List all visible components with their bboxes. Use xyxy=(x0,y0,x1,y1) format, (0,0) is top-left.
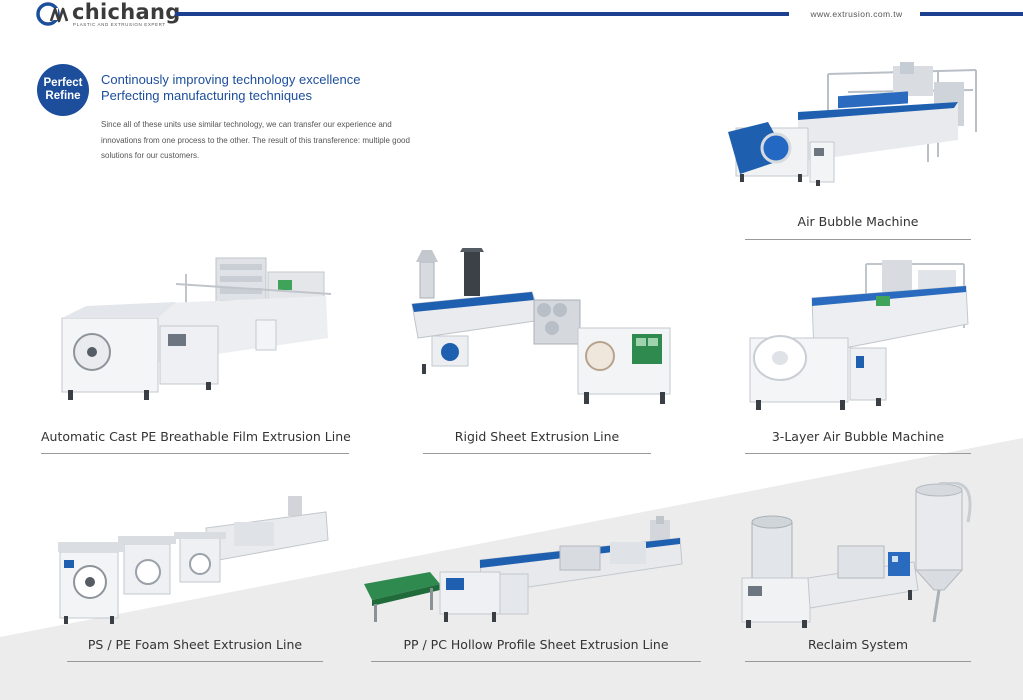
caption-rigid-sheet-line: Rigid Sheet Extrusion Line xyxy=(454,429,620,444)
caption-ps-pe-foam-sheet-line: PS / PE Foam Sheet Extrusion Line xyxy=(87,637,303,652)
caption-underline xyxy=(423,453,651,454)
caption-underline xyxy=(745,239,971,240)
caption-3-layer-air-bubble-machine: 3-Layer Air Bubble Machine xyxy=(771,429,945,444)
reclaim-system-image[interactable] xyxy=(738,482,974,632)
intro-heading-line-2: Perfecting manufacturing techniques xyxy=(101,87,313,103)
rigid-sheet-line-image[interactable] xyxy=(392,248,676,412)
website-url[interactable]: www.extrusion.com.tw xyxy=(810,9,903,19)
caption-underline xyxy=(371,661,701,662)
caption-underline xyxy=(745,453,971,454)
company-logo[interactable]: chichang PLASTIC AND EXTRUSION EXPERT xyxy=(36,0,180,28)
badge-line-2: Refine xyxy=(45,90,81,102)
caption-underline xyxy=(67,661,323,662)
perfect-refine-badge: Perfect Refine xyxy=(37,64,89,116)
air-bubble-machine-image[interactable] xyxy=(728,62,980,197)
header-rule-right xyxy=(920,12,1023,16)
3-layer-air-bubble-machine-image[interactable] xyxy=(746,258,972,422)
badge-line-1: Perfect xyxy=(43,77,83,89)
caption-reclaim-system: Reclaim System xyxy=(807,637,909,652)
caption-air-bubble-machine: Air Bubble Machine xyxy=(797,214,919,229)
cast-pe-film-line-image[interactable] xyxy=(56,254,338,406)
caption-pp-pc-hollow-profile-sheet-line: PP / PC Hollow Profile Sheet Extrusion L… xyxy=(403,637,669,652)
logo-wordmark: chichang xyxy=(72,0,181,24)
caption-cast-pe-film-line: Automatic Cast PE Breathable Film Extrus… xyxy=(41,429,351,444)
pp-pc-hollow-profile-sheet-line-image[interactable] xyxy=(360,516,690,632)
caption-underline xyxy=(41,453,349,454)
caption-underline xyxy=(745,661,971,662)
intro-paragraph: Since all of these units use similar tec… xyxy=(101,120,410,160)
intro-heading: Continously improving technology excelle… xyxy=(101,72,421,103)
logo-tagline: PLASTIC AND EXTRUSION EXPERT xyxy=(73,22,166,27)
ps-pe-foam-sheet-line-image[interactable] xyxy=(56,492,332,626)
logo-mark-icon xyxy=(36,2,69,26)
header-rule-left xyxy=(175,12,789,16)
intro-heading-line-1: Continously improving technology excelle… xyxy=(101,72,361,87)
